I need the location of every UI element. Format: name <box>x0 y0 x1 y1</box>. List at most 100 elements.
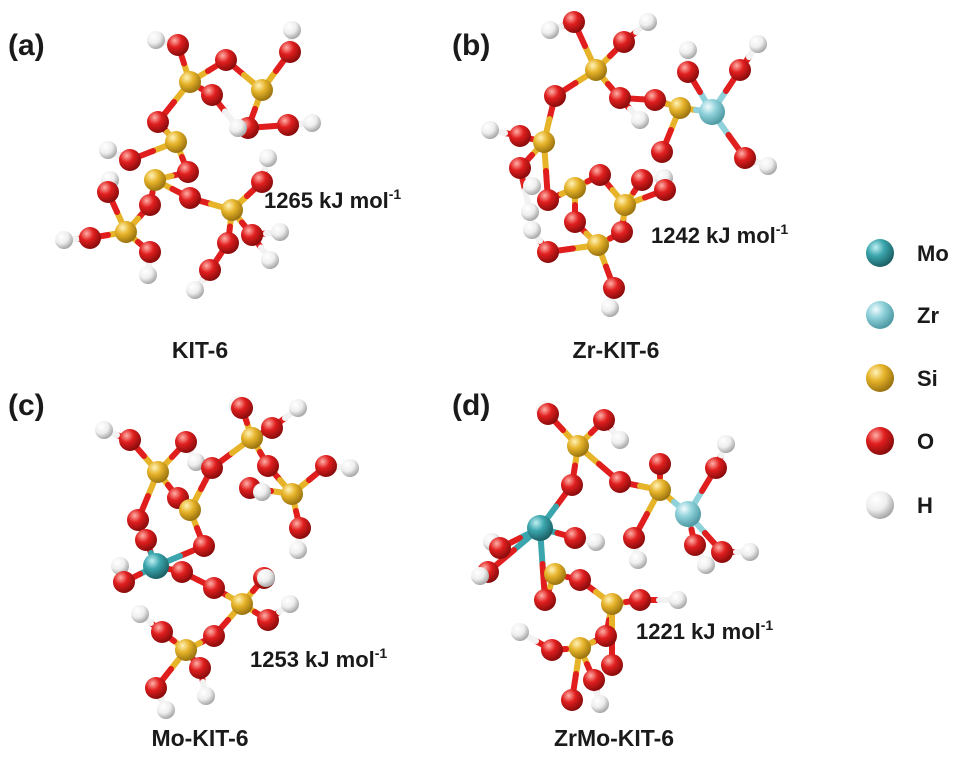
atom-mo <box>527 515 553 541</box>
atom-o <box>151 621 173 643</box>
structure-name-a: KIT-6 <box>172 337 228 363</box>
atom-o <box>729 59 751 81</box>
atom-h <box>186 281 204 299</box>
atom-o <box>203 625 225 647</box>
atom-si <box>544 563 566 585</box>
atom-h <box>523 221 541 239</box>
atom-h <box>717 435 735 453</box>
atom-o <box>601 654 623 676</box>
atom-h <box>679 41 697 59</box>
molecule-zrmo-kit6 <box>471 401 759 713</box>
atom-h <box>741 543 759 561</box>
atom-h <box>111 557 129 575</box>
atom-o <box>257 455 279 477</box>
atom-o <box>541 639 563 661</box>
atom-h <box>521 203 539 221</box>
atom-o <box>609 87 631 109</box>
atom-si <box>165 131 187 153</box>
atom-o <box>167 34 189 56</box>
atom-o <box>623 527 645 549</box>
structure-name-b: Zr-KIT-6 <box>573 337 660 363</box>
atom-o <box>277 114 299 136</box>
molecule-mo-kit6 <box>95 396 359 719</box>
atom-h <box>283 21 301 39</box>
atom-h <box>289 541 307 559</box>
atom-o <box>261 417 283 439</box>
energy-label-c: 1253 kJ mol-1 <box>250 645 387 672</box>
atom-o <box>79 227 101 249</box>
atom-h <box>55 231 73 249</box>
atom-si <box>569 637 591 659</box>
legend-label-si: Si <box>917 366 938 391</box>
structure-name-d: ZrMo-KIT-6 <box>554 725 674 751</box>
atom-o <box>684 534 706 556</box>
atom-h <box>197 687 215 705</box>
atom-o <box>509 157 531 179</box>
energy-label-a: 1265 kJ mol-1 <box>264 186 401 213</box>
molecule-zr-kit6 <box>481 11 777 317</box>
atom-h <box>259 149 277 167</box>
atom-o <box>231 397 253 419</box>
atom-o <box>561 474 583 496</box>
legend-o-sphere-icon <box>866 427 894 455</box>
atom-o <box>203 577 225 599</box>
legend: Mo Zr Si O H <box>866 239 949 519</box>
atom-h <box>147 31 165 49</box>
atom-zr <box>699 99 725 125</box>
atom-o <box>564 211 586 233</box>
structure-name-c: Mo-KIT-6 <box>151 725 248 751</box>
atom-o <box>603 277 625 299</box>
atom-o <box>139 194 161 216</box>
atom-o <box>189 657 211 679</box>
atom-si <box>533 131 555 153</box>
atom-h <box>303 114 321 132</box>
panel-label-c: (c) <box>8 389 45 422</box>
atom-si <box>179 499 201 521</box>
atom-o <box>509 125 531 147</box>
atom-si <box>614 194 636 216</box>
atom-si <box>175 639 197 661</box>
atom-o <box>279 41 301 63</box>
atom-o <box>171 561 193 583</box>
atom-o <box>113 571 135 593</box>
atom-o <box>609 471 631 493</box>
atom-o <box>145 677 167 699</box>
atom-h <box>601 299 619 317</box>
atom-h <box>257 569 275 587</box>
atom-o <box>534 589 556 611</box>
molecule-kit6 <box>55 21 321 299</box>
panel-label-b: (b) <box>452 29 490 62</box>
atom-o <box>593 409 615 431</box>
energy-label-b: 1242 kJ mol-1 <box>651 221 788 248</box>
atom-o <box>139 241 161 263</box>
atom-h <box>95 421 113 439</box>
atom-h <box>481 121 499 139</box>
legend-item-zr: Zr <box>866 301 939 329</box>
atom-o <box>175 431 197 453</box>
atom-o <box>537 403 559 425</box>
atom-si <box>669 97 691 119</box>
atom-h <box>749 35 767 53</box>
atom-o <box>563 11 585 33</box>
atom-si <box>585 59 607 81</box>
atom-h <box>511 623 529 641</box>
atom-h <box>341 459 359 477</box>
atom-o <box>544 85 566 107</box>
atom-o <box>651 141 673 163</box>
atom-h <box>759 157 777 175</box>
legend-item-o: O <box>866 427 934 455</box>
atom-o <box>193 535 215 557</box>
atom-o <box>177 161 199 183</box>
atom-o <box>583 669 605 691</box>
atom-o <box>241 224 263 246</box>
atom-h <box>639 13 657 31</box>
atom-h <box>471 567 489 585</box>
atom-h <box>253 483 271 501</box>
atom-o <box>644 89 666 111</box>
atom-si <box>231 593 253 615</box>
legend-item-si: Si <box>866 364 938 392</box>
atom-si <box>144 169 166 191</box>
atom-o <box>489 537 511 559</box>
atom-o <box>215 49 237 71</box>
atom-o <box>629 589 651 611</box>
